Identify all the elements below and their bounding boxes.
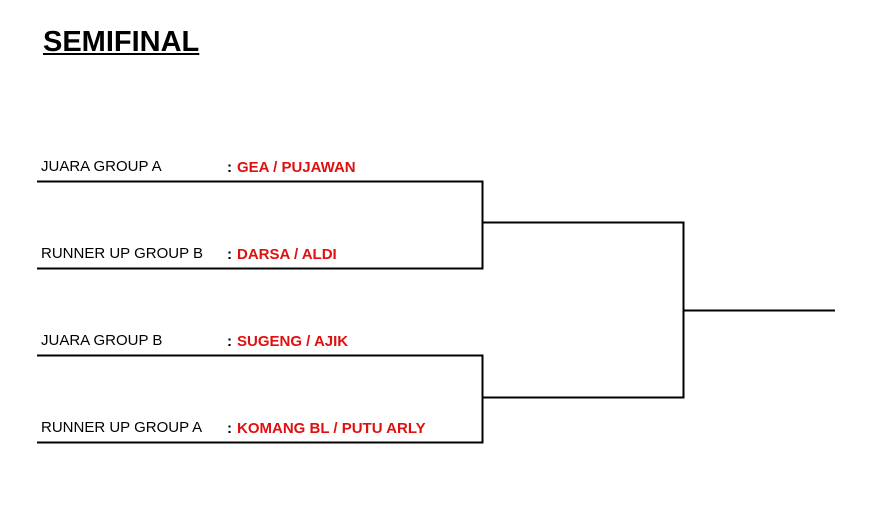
team-name: SUGENG / AJIK (237, 333, 349, 350)
bracket-match-2 (37, 354, 484, 444)
team-name: DARSA / ALDI (237, 246, 337, 263)
slot-label: RUNNER UP GROUP B (41, 245, 203, 262)
page-title: SEMIFINAL (43, 26, 200, 58)
slot-label: JUARA GROUP B (41, 332, 163, 349)
separator: : (227, 420, 232, 437)
slot-label: RUNNER UP GROUP A (41, 419, 203, 436)
separator: : (227, 333, 232, 350)
bracket-match-1 (37, 180, 484, 270)
separator: : (227, 159, 232, 176)
slot-label: JUARA GROUP A (41, 158, 162, 175)
bracket-final (482, 221, 685, 399)
team-name: GEA / PUJAWAN (237, 159, 356, 176)
team-name: KOMANG BL / PUTU ARLY (237, 420, 426, 437)
separator: : (227, 246, 232, 263)
